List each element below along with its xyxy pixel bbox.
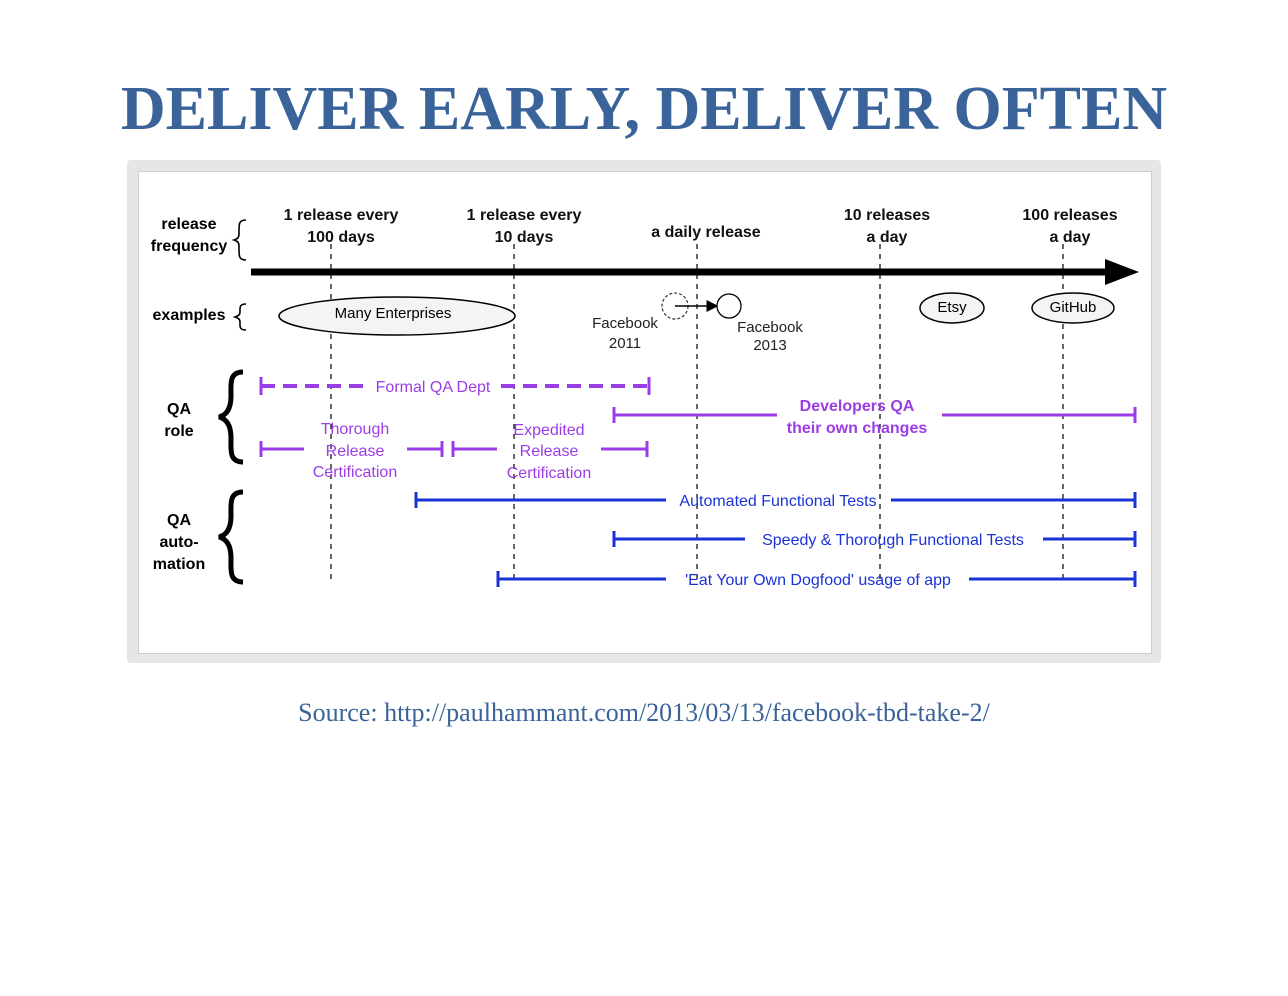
developers-qa-label-2: their own changes xyxy=(787,420,928,437)
row-label-qa-auto-1: QA xyxy=(167,512,191,529)
freq-label-daily: a daily release xyxy=(651,224,761,241)
freq-label-10-days-2: 10 days xyxy=(495,229,554,246)
freq-label-100-days-1: 1 release every xyxy=(284,207,399,224)
example-facebook: Facebook 2011 Facebook 2013 xyxy=(592,292,803,354)
row-label-qa-role-1: QA xyxy=(167,401,191,418)
facebook-2013-label-1: Facebook xyxy=(737,319,803,336)
example-etsy-label: Etsy xyxy=(937,299,967,316)
formal-qa-label: Formal QA Dept xyxy=(376,379,491,396)
row-label-frequency: frequency xyxy=(151,238,228,255)
facebook-2011-label-2: 2011 xyxy=(609,335,641,352)
freq-label-10-days-1: 1 release every xyxy=(467,207,582,224)
thorough-label-3: Certification xyxy=(313,464,397,481)
brace-examples xyxy=(232,303,247,331)
speedy-label: Speedy & Thorough Functional Tests xyxy=(762,532,1024,549)
slide-title: DELIVER EARLY, DELIVER OFTEN xyxy=(120,75,1168,143)
freq-label-10-per-day-2: a day xyxy=(867,229,908,246)
braces xyxy=(218,219,247,585)
expedited-label-3: Certification xyxy=(507,465,591,482)
brace-release xyxy=(231,219,247,261)
example-many-enterprises: Many Enterprises xyxy=(278,296,516,336)
freq-label-10-per-day-1: 10 releases xyxy=(844,207,930,224)
developers-qa-label-1: Developers QA xyxy=(800,398,915,415)
row-label-qa-auto-2: auto- xyxy=(159,534,198,551)
thorough-label-1: Thorough xyxy=(321,421,390,438)
facebook-2011-label-1: Facebook xyxy=(592,315,658,332)
qa-automation-bars xyxy=(414,492,1137,587)
row-label-examples: examples xyxy=(153,307,226,324)
freq-label-100-days-2: 100 days xyxy=(307,229,375,246)
expedited-label-2: Release xyxy=(520,443,579,460)
dogfood-label: 'Eat Your Own Dogfood' usage of app xyxy=(685,572,951,589)
row-label-release: release xyxy=(161,216,216,233)
brace-qa-role xyxy=(218,369,244,465)
timeline-arrow-head xyxy=(1105,259,1139,285)
facebook-2013-marker xyxy=(716,293,742,319)
row-label-qa-auto-3: mation xyxy=(153,556,205,573)
expedited-label-1: Expedited xyxy=(513,422,584,439)
example-github: GitHub xyxy=(1031,292,1115,324)
diagram-panel: release frequency examples QA role QA au… xyxy=(138,171,1152,654)
row-label-qa-role-2: role xyxy=(164,423,193,440)
qa-role-bars xyxy=(259,377,1137,457)
thorough-label-2: Release xyxy=(326,443,385,460)
automated-label: Automated Functional Tests xyxy=(679,493,876,510)
diagram-frame: release frequency examples QA role QA au… xyxy=(127,160,1161,663)
freq-label-100-per-day-2: a day xyxy=(1050,229,1091,246)
example-github-label: GitHub xyxy=(1050,299,1097,316)
example-etsy: Etsy xyxy=(919,292,985,324)
brace-qa-automation xyxy=(218,489,244,585)
delivery-diagram: release frequency examples QA role QA au… xyxy=(151,207,1139,589)
example-many-enterprises-label: Many Enterprises xyxy=(335,305,452,322)
facebook-2013-label-2: 2013 xyxy=(753,337,786,354)
source-citation: Source: http://paulhammant.com/2013/03/1… xyxy=(298,698,990,727)
freq-label-100-per-day-1: 100 releases xyxy=(1022,207,1117,224)
